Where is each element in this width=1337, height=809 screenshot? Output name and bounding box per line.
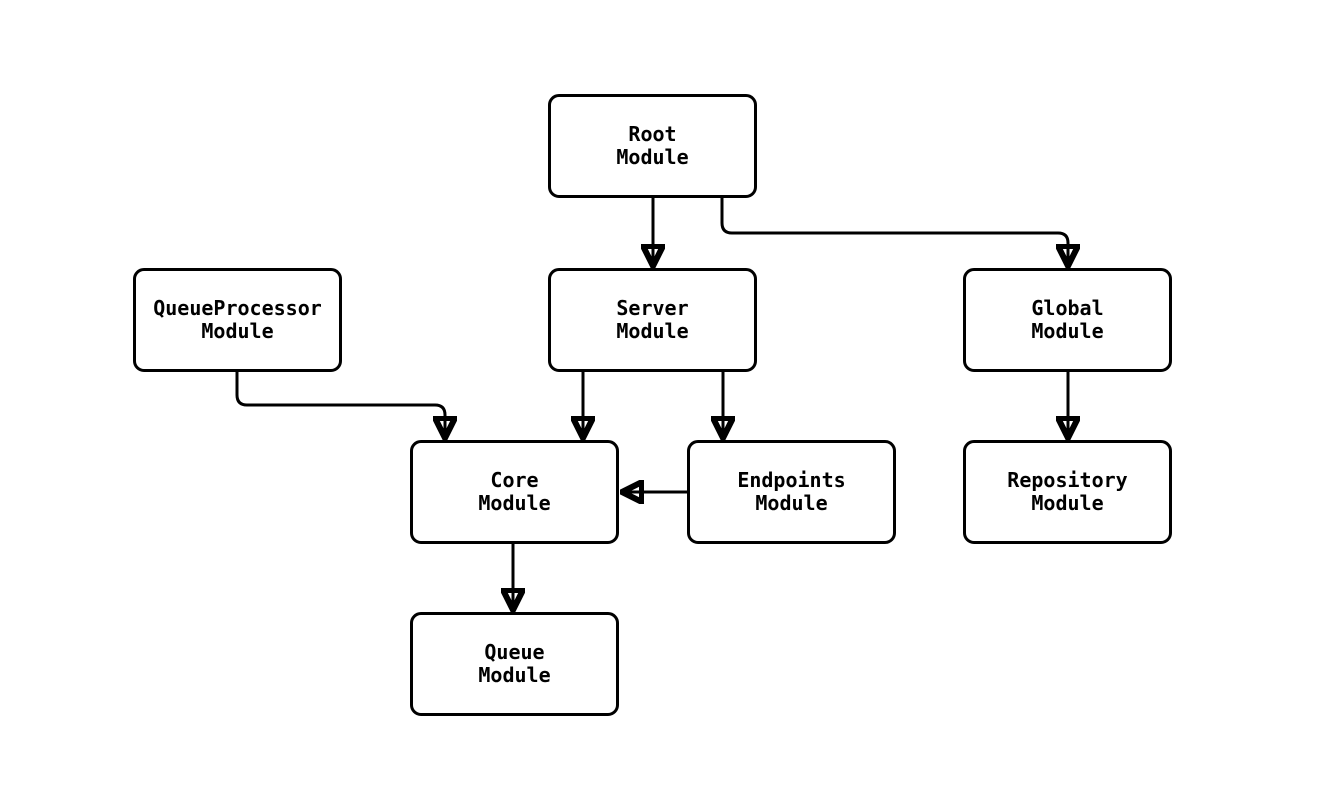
node-label: Repository Module — [1007, 468, 1128, 515]
node-label: Core Module — [478, 468, 551, 515]
node-queue-module: Queue Module — [410, 612, 619, 716]
node-core-module: Core Module — [410, 440, 619, 544]
node-label: Root Module — [616, 122, 689, 169]
node-label: Global Module — [1031, 296, 1104, 343]
node-label: Endpoints Module — [737, 468, 846, 515]
node-endpoints-module: Endpoints Module — [687, 440, 896, 544]
node-server-module: Server Module — [548, 268, 757, 372]
node-root-module: Root Module — [548, 94, 757, 198]
node-global-module: Global Module — [963, 268, 1172, 372]
node-label: QueueProcessor Module — [153, 296, 322, 343]
node-repository-module: Repository Module — [963, 440, 1172, 544]
node-label: Server Module — [616, 296, 689, 343]
edge-queueprocessor-to-core — [235, 372, 445, 438]
node-queueprocessor-module: QueueProcessor Module — [133, 268, 342, 372]
node-label: Queue Module — [478, 640, 551, 687]
edge-root-to-global — [720, 198, 1068, 266]
